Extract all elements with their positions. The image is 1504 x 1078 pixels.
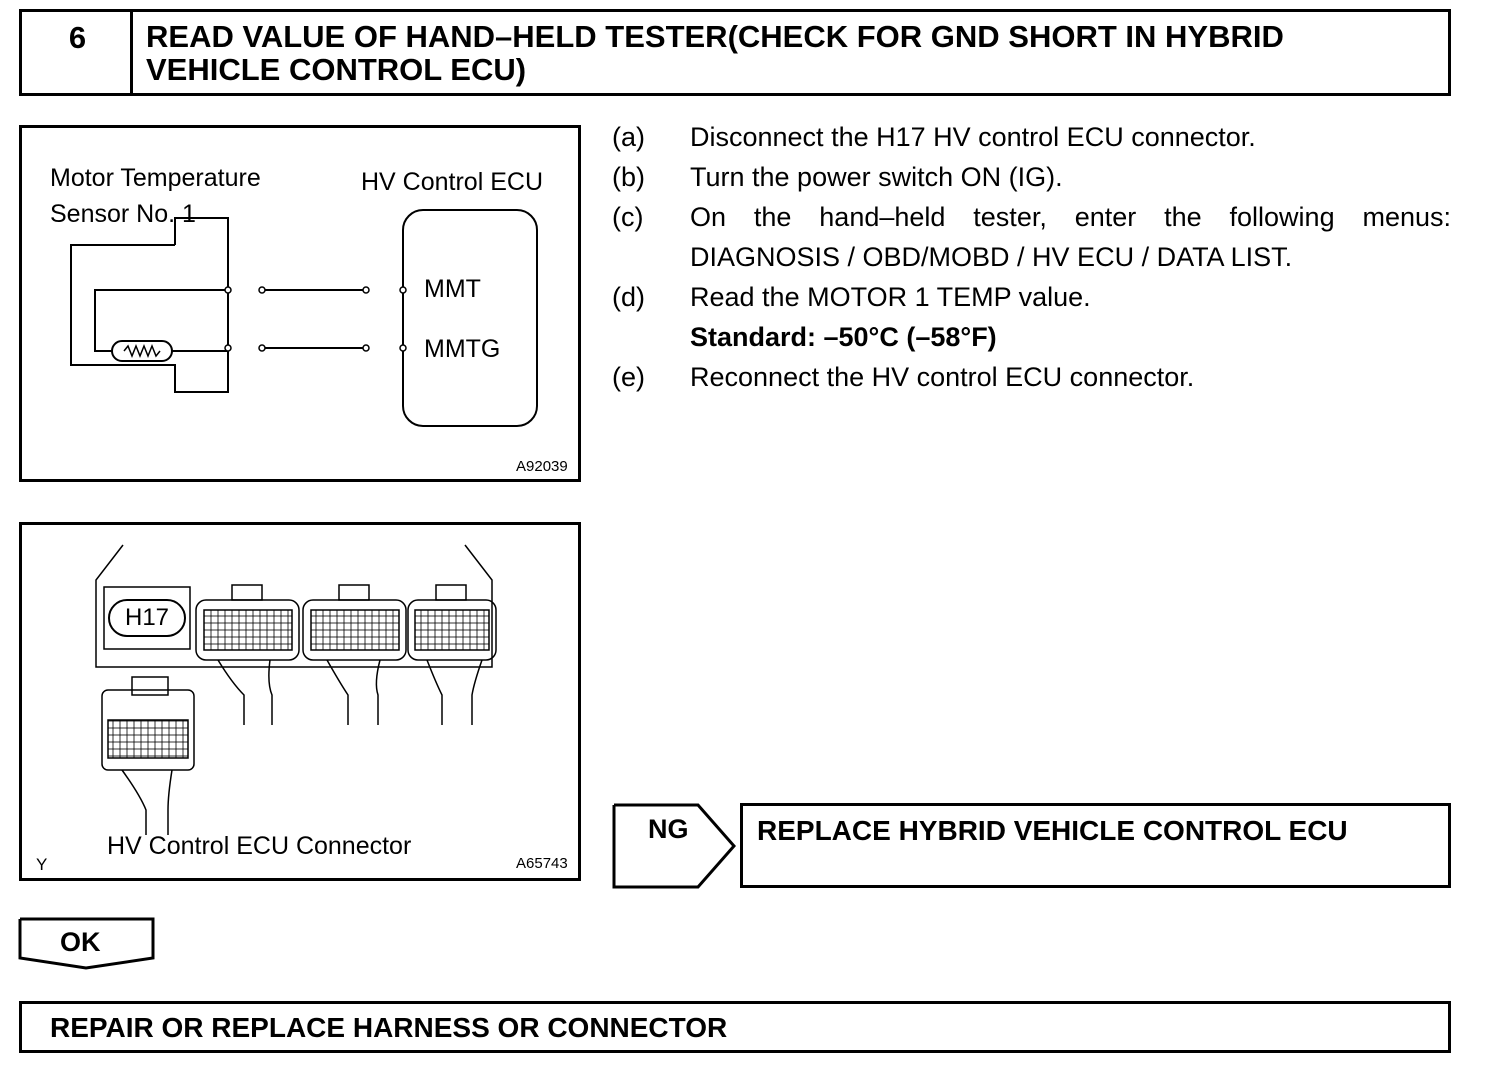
instruction-letter: (b) xyxy=(612,162,645,192)
ecu-label: HV Control ECU xyxy=(361,168,543,196)
instruction-text: Read the MOTOR 1 TEMP value. xyxy=(690,282,1091,312)
connector-diagram-graphic xyxy=(95,544,497,835)
figure-code: A92039 xyxy=(516,458,568,475)
instruction-letter: (a) xyxy=(612,122,645,152)
terminal-mmtg: MMTG xyxy=(424,335,501,363)
sensor-label-line1: Motor Temperature xyxy=(50,164,261,192)
instruction-letter: (d) xyxy=(612,282,645,312)
wiring-diagram-graphic xyxy=(70,209,538,427)
ng-arrow xyxy=(612,803,736,889)
instruction-text: On the hand–held tester, enter the follo… xyxy=(690,202,1451,232)
step-header: 6 READ VALUE OF HAND–HELD TESTER(CHECK F… xyxy=(19,9,1451,96)
step-title-line1: READ VALUE OF HAND–HELD TESTER(CHECK FOR… xyxy=(146,19,1284,54)
instruction-text-continued: DIAGNOSIS / OBD/MOBD / HV ECU / DATA LIS… xyxy=(690,242,1293,272)
connector-diagram: H17 HV Control ECU Connector Y A65743 xyxy=(19,522,581,881)
instruction-text: Disconnect the H17 HV control ECU connec… xyxy=(690,122,1256,152)
connector-id-badge: H17 xyxy=(108,599,186,637)
instruction-text: Turn the power switch ON (IG). xyxy=(690,162,1063,192)
ng-label: NG xyxy=(648,814,689,844)
ok-action-box: REPAIR OR REPLACE HARNESS OR CONNECTOR xyxy=(19,1001,1451,1053)
connector-caption: HV Control ECU Connector xyxy=(107,832,412,860)
sensor-label-line2: Sensor No. 1 xyxy=(50,200,196,228)
ok-label: OK xyxy=(60,927,101,957)
instruction-text: Reconnect the HV control ECU connector. xyxy=(690,362,1195,392)
corner-mark: Y xyxy=(36,855,48,874)
ok-action-text: REPAIR OR REPLACE HARNESS OR CONNECTOR xyxy=(50,1012,728,1043)
figure-code: A65743 xyxy=(516,855,568,872)
standard-value: Standard: –50°C (–58°F) xyxy=(690,322,997,352)
ng-action-text: REPLACE HYBRID VEHICLE CONTROL ECU xyxy=(757,815,1348,846)
wiring-diagram: Motor Temperature Sensor No. 1 HV Contro… xyxy=(19,125,581,482)
step-number: 6 xyxy=(68,20,87,55)
ok-arrow xyxy=(18,917,155,970)
step-title-line2: VEHICLE CONTROL ECU) xyxy=(146,52,527,87)
terminal-mmt: MMT xyxy=(424,275,481,303)
instruction-letter: (e) xyxy=(612,362,645,392)
ng-action-box: REPLACE HYBRID VEHICLE CONTROL ECU xyxy=(740,803,1451,888)
step-title: READ VALUE OF HAND–HELD TESTER(CHECK FOR… xyxy=(146,20,1284,86)
step-number-cell: 6 xyxy=(22,12,133,93)
instruction-letter: (c) xyxy=(612,202,644,232)
